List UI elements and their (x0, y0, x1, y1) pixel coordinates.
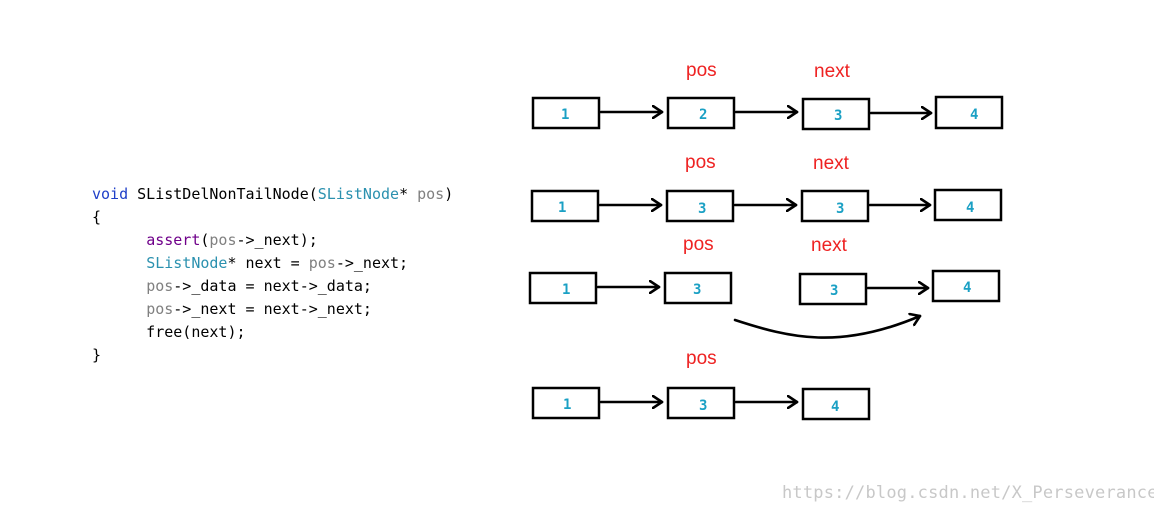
list-node: 1 (530, 189, 600, 223)
row-1: pos next 1 2 3 4 (531, 60, 1004, 131)
code-token: SListDelNonTailNode( (128, 185, 318, 203)
list-node: 1 (531, 96, 601, 130)
code-token: pos (146, 300, 174, 318)
code-token: pos (209, 231, 237, 249)
node-value: 4 (963, 280, 971, 296)
code-block: void SListDelNonTailNode(SListNode* pos)… (92, 183, 453, 367)
code-line: free(next); (92, 323, 246, 341)
node-value: 3 (693, 282, 701, 298)
row-4: pos 1 3 4 (531, 348, 871, 421)
list-node: 2 (666, 96, 736, 130)
row-2: pos next 1 3 3 4 (530, 152, 1003, 223)
watermark: https://blog.csdn.net/X_Perseverance (782, 483, 1154, 503)
list-node: 3 (663, 271, 733, 305)
list-node: 1 (531, 386, 601, 420)
list-node: 3 (800, 189, 870, 223)
list-node: 3 (798, 272, 868, 306)
code-token: * next = (227, 254, 309, 272)
code-token: SListNode (317, 185, 400, 203)
node-value: 4 (831, 399, 839, 415)
code-token: ( (200, 231, 210, 249)
code-token: } (92, 346, 102, 364)
code-line: pos->_next = next->_next; (92, 300, 372, 318)
node-value: 3 (834, 108, 842, 124)
node-value: 3 (830, 283, 838, 299)
code-line: } (92, 346, 101, 364)
list-node: 4 (801, 387, 871, 421)
code-token: ->_next); (236, 231, 318, 249)
code-token: ->_next; (335, 254, 409, 272)
node-value: 4 (970, 107, 978, 123)
next-label: next (814, 61, 851, 82)
list-node: 3 (665, 189, 735, 223)
node-value: 3 (836, 201, 844, 217)
code-token: ) (444, 185, 454, 203)
row-3: pos next 1 3 3 4 (528, 234, 1001, 339)
list-node: 3 (666, 386, 736, 420)
pos-label: pos (683, 234, 714, 255)
pos-label: pos (686, 60, 717, 81)
code-token: void (92, 185, 129, 203)
next-label: next (811, 235, 848, 256)
list-node: 3 (801, 97, 871, 131)
pos-label: pos (686, 348, 717, 369)
code-token: pos (417, 185, 445, 203)
node-value: 3 (698, 201, 706, 217)
code-token: SListNode (146, 254, 228, 272)
node-value: 4 (966, 200, 974, 216)
list-node: 4 (931, 269, 1001, 303)
node-value: 2 (699, 107, 707, 123)
code-token: ->_data = next->_data; (173, 277, 372, 295)
code-token: pos (146, 277, 174, 295)
node-value: 1 (562, 282, 570, 298)
node-value: 1 (558, 200, 566, 216)
code-token: pos (308, 254, 336, 272)
node-value: 1 (561, 107, 569, 123)
list-node: 1 (528, 271, 598, 305)
code-token: assert (146, 231, 201, 249)
code-line: SListNode* next = pos->_next; (92, 254, 408, 272)
code-line: { (92, 208, 101, 226)
code-line: pos->_data = next->_data; (92, 277, 372, 295)
node-value: 1 (563, 397, 571, 413)
list-node: 4 (934, 95, 1004, 130)
code-token: free(next); (92, 323, 246, 341)
code-token: { (92, 208, 102, 226)
curved-arrow (733, 316, 922, 339)
pos-label: pos (685, 152, 716, 173)
list-node: 4 (933, 188, 1003, 222)
code-token: * (399, 185, 418, 203)
node-value: 3 (699, 398, 707, 414)
code-line: assert(pos->_next); (92, 231, 318, 249)
code-token: ->_next = next->_next; (173, 300, 372, 318)
next-label: next (813, 153, 850, 174)
code-line: void SListDelNonTailNode(SListNode* pos) (92, 185, 453, 203)
